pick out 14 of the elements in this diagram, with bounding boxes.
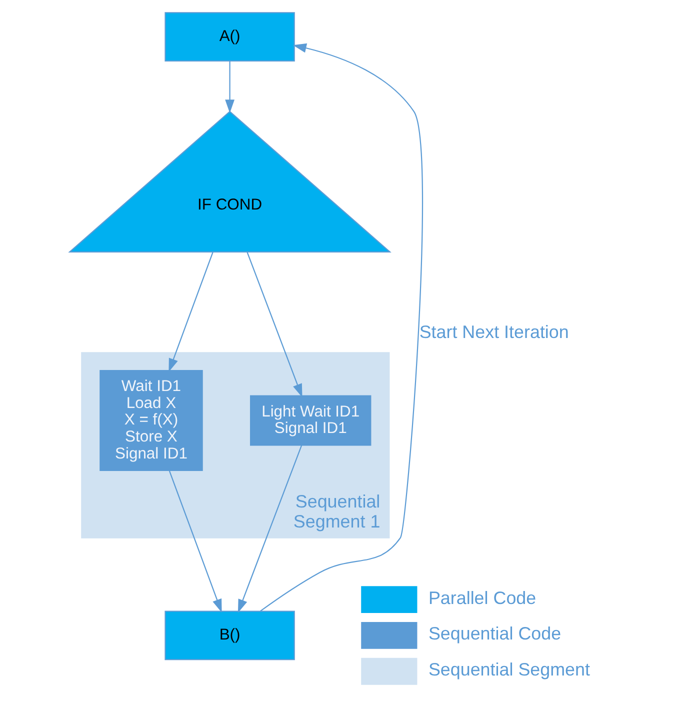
arrow (237, 445, 302, 613)
legend-label: Parallel Code (428, 588, 536, 608)
arrow (168, 470, 222, 613)
legend-label: Sequential Code (428, 624, 561, 644)
arrow (260, 43, 422, 612)
node-box: A() (164, 12, 294, 62)
legend-label: Sequential Segment (428, 660, 590, 680)
arrow (224, 61, 234, 114)
edge-label: Start Next Iteration (418, 322, 568, 342)
arrow (246, 252, 302, 398)
arrow (168, 252, 213, 372)
node-box: B() (164, 610, 294, 660)
node-box: Wait ID1 Load X X = f(X) Store X Signal ID1 (99, 370, 202, 472)
node-box: Light Wait ID1 Signal ID1 (250, 395, 371, 446)
